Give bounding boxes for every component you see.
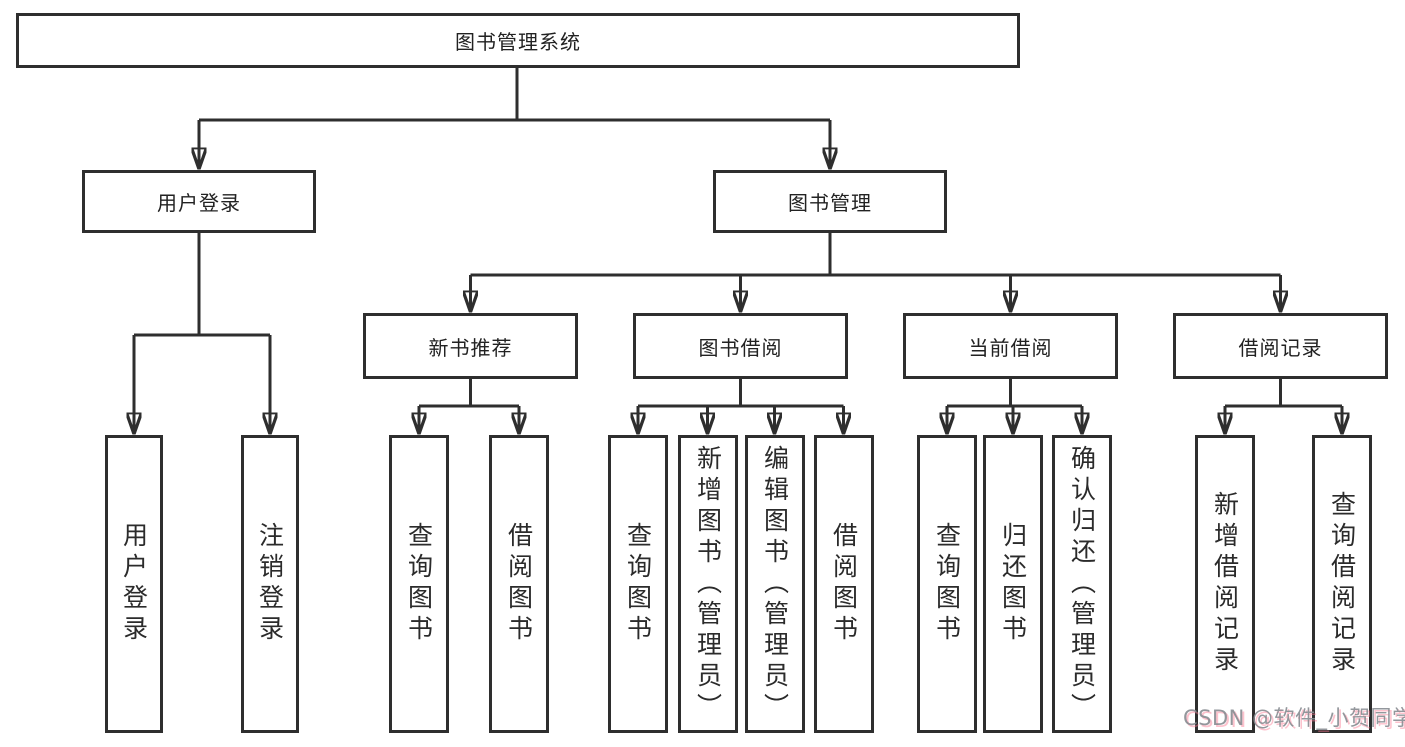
edge-bookmgmt-rail <box>470 233 1281 277</box>
node-user-login-branch: 用户登录 <box>82 170 316 233</box>
node-new-book-recommend: 新书推荐 <box>363 313 578 379</box>
node-root-system: 图书管理系统 <box>16 13 1020 68</box>
node-borrow-records: 借阅记录 <box>1173 313 1388 379</box>
leaf-label: 编辑图书（管理员） <box>760 444 790 724</box>
leaf-label: 新增图书（管理员） <box>693 444 723 724</box>
csdn-watermark: CSDN @软件_小贺同学 <box>1183 706 1405 730</box>
leaf-label: 借阅图书 <box>504 522 534 646</box>
node-book-borrow: 图书借阅 <box>633 313 848 379</box>
edge-records-rail <box>1225 379 1342 408</box>
node-label: 当前借阅 <box>968 335 1053 360</box>
node-book-management-branch: 图书管理 <box>713 170 947 233</box>
leaf-label: 用户登录 <box>119 522 149 646</box>
leaf-return-book: 归还图书 <box>983 435 1043 733</box>
leaf-label: 借阅图书 <box>829 522 859 646</box>
leaf-label: 归还图书 <box>998 522 1028 646</box>
leaf-label: 新增借阅记录 <box>1210 491 1240 677</box>
node-label: 图书管理系统 <box>455 30 581 54</box>
node-label: 图书管理 <box>788 191 872 215</box>
leaf-label: 注销登录 <box>255 522 285 646</box>
leaf-borrow-book-1: 借阅图书 <box>489 435 549 733</box>
leaf-logout: 注销登录 <box>241 435 299 733</box>
leaf-edit-book-admin: 编辑图书（管理员） <box>745 435 805 733</box>
leaf-query-borrow-record: 查询借阅记录 <box>1312 435 1372 733</box>
node-label: 借阅记录 <box>1238 335 1323 360</box>
leaf-label: 查询图书 <box>404 522 434 646</box>
leaf-label: 查询图书 <box>932 522 962 646</box>
edge-newbook-rail <box>419 379 519 408</box>
edge-borrow-rail <box>638 379 844 408</box>
leaf-add-borrow-record: 新增借阅记录 <box>1195 435 1255 733</box>
edge-userlogin-rail <box>134 233 270 337</box>
leaf-user-login: 用户登录 <box>105 435 163 733</box>
leaf-label: 确认归还（管理员） <box>1067 444 1097 724</box>
leaf-confirm-return-admin: 确认归还（管理员） <box>1052 435 1112 733</box>
leaf-add-book-admin: 新增图书（管理员） <box>678 435 738 733</box>
node-label: 新书推荐 <box>428 335 513 360</box>
leaf-label: 查询图书 <box>623 522 653 646</box>
edge-root-rail <box>199 68 830 122</box>
node-label: 图书借阅 <box>698 335 783 360</box>
node-label: 用户登录 <box>157 191 241 215</box>
leaf-borrow-book-2: 借阅图书 <box>814 435 874 733</box>
leaf-query-book-2: 查询图书 <box>608 435 668 733</box>
node-current-borrow: 当前借阅 <box>903 313 1118 379</box>
leaf-query-book-1: 查询图书 <box>389 435 449 733</box>
leaf-query-book-3: 查询图书 <box>917 435 977 733</box>
edge-current-rail <box>947 379 1082 408</box>
leaf-label: 查询借阅记录 <box>1327 491 1357 677</box>
